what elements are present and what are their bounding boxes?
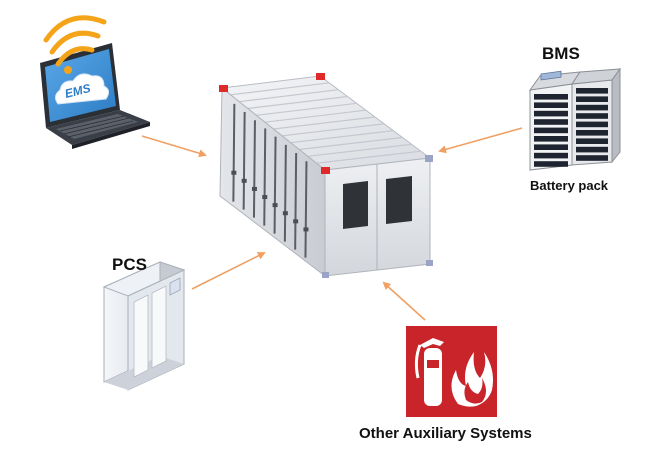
roof-rib (230, 82, 330, 96)
battery-pack-label: Battery pack (530, 178, 609, 193)
side-door-bar (273, 136, 277, 234)
battery-cell (576, 130, 608, 136)
pcs-label: PCS (112, 255, 147, 274)
battery-cell (576, 146, 608, 153)
battery-cell (534, 119, 568, 125)
battery-cell (534, 152, 568, 159)
battery-cell (576, 113, 608, 119)
battery-rack-icon (528, 67, 622, 171)
roof-rib (239, 89, 339, 103)
battery-cell (534, 144, 568, 150)
flame-icon (451, 352, 493, 407)
connector-arrows (141, 127, 523, 321)
other-auxiliary-systems-label: Other Auxiliary Systems (359, 425, 532, 442)
ems-label: EMS (63, 81, 92, 101)
roof-rib (307, 143, 412, 157)
battery-cell (534, 136, 568, 142)
arrow-ems-to-container (141, 135, 207, 158)
arrow-bms-to-container (438, 127, 523, 154)
arrow-aux-to-container (382, 281, 426, 321)
battery-cell (576, 88, 608, 94)
container-icon (219, 73, 433, 278)
roof-rib (273, 116, 376, 130)
side-door-bar (252, 120, 256, 218)
laptop-icon (40, 43, 150, 149)
side-door-handle (251, 186, 257, 191)
roof-rib (256, 102, 357, 116)
battery-cell (576, 138, 608, 144)
battery-cell (534, 127, 568, 134)
battery-cell (534, 161, 568, 167)
battery-cell (534, 102, 568, 108)
side-door-handle (241, 178, 247, 183)
battery-cell (576, 104, 608, 111)
side-door-handle (272, 203, 278, 208)
wifi-icon (43, 15, 107, 74)
cloud-icon (54, 73, 110, 105)
side-door-bar (283, 144, 287, 242)
battery-cell (576, 121, 608, 128)
side-door-bar (263, 128, 267, 226)
fire-extinguisher-icon (406, 326, 497, 417)
inverter-cabinet-icon (102, 261, 186, 391)
battery-cell (576, 155, 608, 161)
arrow-pcs-to-container (191, 252, 266, 290)
roof-rib (299, 136, 403, 151)
side-door-bar (232, 103, 236, 202)
side-door-handle (293, 219, 299, 224)
bms-label: BMS (542, 44, 580, 63)
battery-cell (534, 94, 568, 100)
side-door-handle (231, 170, 237, 175)
side-door-bar (294, 153, 298, 250)
roof-rib (247, 95, 348, 110)
side-door-handle (262, 195, 268, 200)
roof-rib (316, 150, 421, 164)
side-door-handle (282, 211, 288, 216)
side-door-bar (304, 161, 308, 258)
roof-rib (282, 123, 385, 137)
roof-rib (290, 130, 394, 144)
side-door-bar (242, 112, 246, 210)
side-door-handle (303, 227, 309, 232)
roof-rib (264, 109, 366, 123)
battery-cell (534, 110, 568, 117)
battery-cell (576, 96, 608, 102)
